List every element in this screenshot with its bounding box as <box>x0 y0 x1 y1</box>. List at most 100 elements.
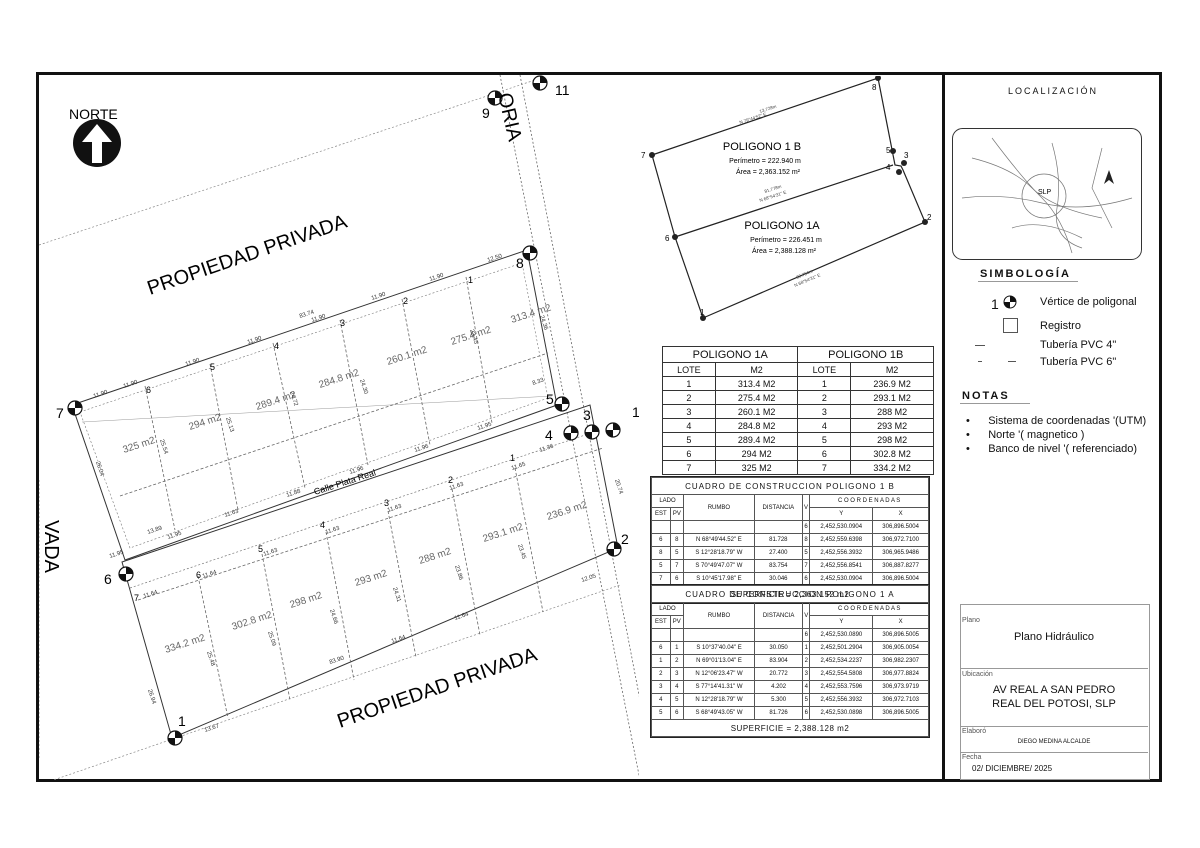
vertex-1-east: 1 <box>632 404 639 420</box>
construction-cell: 306,896.5005 <box>872 706 929 720</box>
lot-table-title-1b: POLIGONO 1B <box>797 346 934 363</box>
registro-icon <box>1003 318 1018 333</box>
poly-vertex: 5 <box>886 146 891 155</box>
ubicacion-label: Ubicación <box>962 671 993 678</box>
construction-cell: N 12°06'23.47" W <box>682 667 756 681</box>
dimension-label: 12.05 <box>581 573 598 584</box>
ubicacion-line-2: REAL DEL POTOSI, SLP <box>992 698 1116 710</box>
construction-cell: S 77°14'41.31" W <box>682 680 756 694</box>
dimension-label: 11.96 <box>414 443 430 453</box>
vertex-11: 11 <box>555 82 570 98</box>
dimension-label: 11.64 <box>143 589 159 599</box>
edge-label: 83.754m <box>795 268 813 280</box>
construction-cell: 2,452,530.0890 <box>809 628 874 642</box>
lot-area: 302.8 m2 <box>231 609 274 632</box>
col-header: C O O R D E N A D A S <box>809 494 929 508</box>
construction-cell: 2 <box>802 654 811 668</box>
sidebar-divider <box>942 72 945 782</box>
vertex-6: 6 <box>104 571 112 587</box>
construction-cell: 306,982.2307 <box>872 654 929 668</box>
construction-cell: 6 <box>801 520 811 534</box>
lot-table-cell: 294 M2 <box>714 446 799 461</box>
dimension-label: 83.74 <box>299 309 316 320</box>
col-header: PV <box>669 507 684 521</box>
vertex-8: 8 <box>516 255 524 271</box>
vertex-2: 2 <box>621 531 629 547</box>
dimension-label: 13.67 <box>204 723 221 734</box>
dimension-label: 11.90 <box>185 357 201 367</box>
col-header: V <box>802 602 811 629</box>
lot-area-table: POLIGONO 1A POLIGONO 1B LOTE M2 LOTE M2 … <box>661 346 934 475</box>
lot-table-header: LOTE <box>797 362 852 377</box>
lot-table-cell: 6 <box>797 446 852 461</box>
construction-cell <box>651 628 671 642</box>
pvc4-line-icon <box>975 345 985 346</box>
poly-vertex: 1 <box>700 308 705 317</box>
lot-table-cell: 7 <box>662 460 716 475</box>
construction-cell <box>682 520 755 534</box>
construction-cell: 4.202 <box>754 680 804 694</box>
poly-vertex: 2 <box>927 213 932 222</box>
construction-cell: 2,452,530.0904 <box>809 572 874 586</box>
col-header: LADO <box>651 494 684 508</box>
construction-cell: 2,452,501.2904 <box>809 641 874 655</box>
drawing-frame <box>36 72 1162 782</box>
construction-cell: 6 <box>651 533 671 547</box>
construction-cell: 306,972.7100 <box>872 533 929 547</box>
property-label-bottom: PROPIEDAD PRIVADA <box>334 643 540 732</box>
col-header: RUMBO <box>682 602 756 629</box>
lot-number: 4 <box>320 520 325 530</box>
lot-table-cell: 260.1 M2 <box>714 404 799 419</box>
construction-cell: S 68°49'43.05" W <box>682 706 756 720</box>
construction-cell: 83.904 <box>754 654 804 668</box>
construction-cell: 5 <box>801 546 811 560</box>
construction-cell: 5.300 <box>754 693 804 707</box>
dimension-label: 13.89 <box>147 525 164 536</box>
elaboro-value: DIEGO MEDINA ALCALDE <box>1017 739 1091 745</box>
construction-cell: 2,452,534.2237 <box>809 654 874 668</box>
location-map: SLP <box>952 128 1142 260</box>
dimension-label: 24.66 <box>328 609 339 626</box>
lot-number: 3 <box>384 498 389 508</box>
lot-number: 6 <box>146 385 151 395</box>
poly1a-perimeter: Perímetro = 226.451 m <box>750 237 822 244</box>
construction-cell: 27.400 <box>753 546 803 560</box>
construction-cell <box>754 628 804 642</box>
dimension-label: 83.90 <box>329 655 346 666</box>
construction-cell: 3 <box>802 667 811 681</box>
dimension-label: 11.63 <box>325 525 341 535</box>
col-header: RUMBO <box>682 494 755 521</box>
lot-table-title-1a: POLIGONO 1A <box>661 346 799 363</box>
lot-area: 284.8 m2 <box>318 367 361 390</box>
col-header: DISTANCIA <box>754 602 804 629</box>
vertex-7: 7 <box>56 405 64 421</box>
poly-vertex: 7 <box>641 151 646 160</box>
location-label: SLP <box>1038 189 1052 196</box>
dimension-label: 11.90 <box>93 389 109 399</box>
vertex-3: 3 <box>583 407 591 423</box>
lot-table-cell: 2 <box>797 390 852 405</box>
polygon-diagram: 8 7 5 3 4 6 2 1 N 79°44'52" E 13.728m N … <box>641 76 932 321</box>
edge-label: 81.778m <box>764 184 782 194</box>
symbol-registro-label: Registro <box>1040 320 1081 332</box>
lot-area: 293.1 m2 <box>482 521 525 544</box>
col-header: PV <box>669 615 684 629</box>
construction-cell: 8 <box>801 533 811 547</box>
lot-table-cell: 293 M2 <box>850 418 934 433</box>
lot-number: 6 <box>196 570 201 580</box>
construction-cell: 2,452,530.0904 <box>809 520 874 534</box>
left-fragment: VADA <box>40 520 62 574</box>
dimension-label: 11.90 <box>429 272 445 282</box>
construction-cell: 5 <box>802 693 811 707</box>
construction-cell: 1 <box>669 641 684 655</box>
symbol-vertex-label: Vértice de poligonal <box>1040 296 1137 308</box>
